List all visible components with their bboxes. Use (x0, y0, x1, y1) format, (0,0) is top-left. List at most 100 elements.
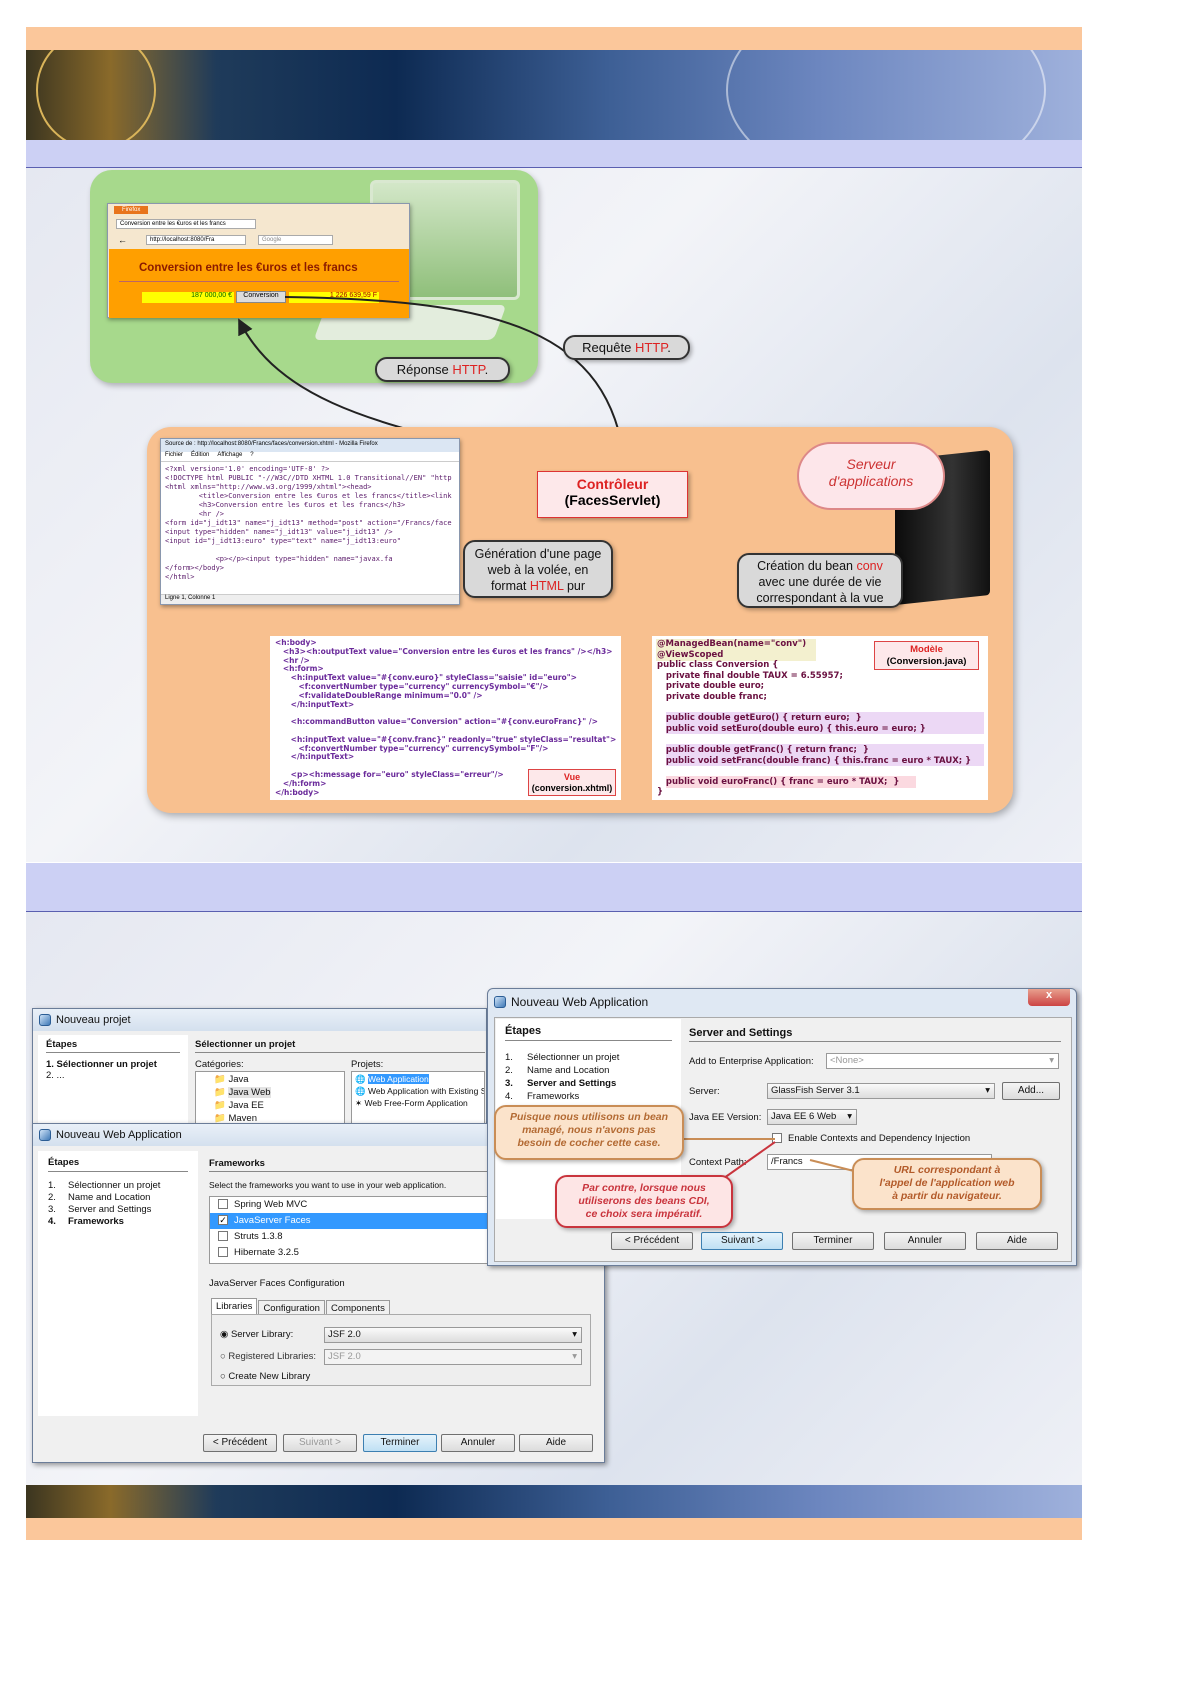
next-button[interactable]: Suivant > (283, 1434, 357, 1452)
code-line: </h:form> (275, 778, 327, 788)
code-line: <form id="j_idt13" name="j_idt13" method… (165, 519, 452, 527)
steps-header: Étapes (46, 1039, 180, 1053)
search-bar[interactable]: Google (258, 235, 333, 245)
framework-struts[interactable]: Struts 1.3.8 (210, 1229, 603, 1245)
code-line: </h:inputText> (275, 699, 355, 709)
code-line: } (657, 787, 664, 798)
project-item[interactable]: 🌐 Web Application (355, 1074, 429, 1084)
request-arrow (284, 296, 632, 469)
code-line: <h:body> (275, 638, 317, 647)
dialog-title: Nouveau projet (56, 1014, 131, 1026)
code-line: public class Conversion { (657, 660, 779, 671)
menu-help[interactable]: ? (250, 452, 254, 458)
server-library-select[interactable]: JSF 2.0▾ (324, 1327, 582, 1343)
step-item: 1.Sélectionner un projet (48, 1180, 161, 1191)
code-line: <h:commandButton value="Conversion" acti… (275, 717, 598, 727)
step-item: 1.Sélectionner un projet (505, 1052, 620, 1063)
code-line: <h:form> (275, 664, 324, 674)
cancel-button[interactable]: Annuler (884, 1232, 966, 1250)
tree-item[interactable]: 📁 Maven (214, 1113, 257, 1124)
browser-tab[interactable]: Conversion entre les €uros et les francs (116, 219, 256, 229)
code-line: <h:inputText value="#{conv.franc}" reado… (275, 734, 617, 744)
callout-line: à partir du navigateur. (892, 1190, 1002, 1202)
netbeans-cube-icon (494, 996, 506, 1008)
dialog-title: Nouveau Web Application (56, 1129, 182, 1141)
cloud-line2: d'applications (828, 473, 914, 489)
panel-header: Server and Settings (689, 1027, 1061, 1042)
code-line: <input id="j_idt13:euro" type="text" nam… (165, 537, 402, 545)
back-icon[interactable]: ← (118, 235, 127, 245)
help-button[interactable]: Aide (976, 1232, 1058, 1250)
code-line: public void setEuro(double euro) { this.… (657, 723, 926, 734)
code-line: <h:inputText value="#{conv.euro}" styleC… (275, 673, 577, 683)
generation-line2: web à la volée, en (487, 563, 589, 577)
finish-button[interactable]: Terminer (792, 1232, 874, 1250)
code-line: </h:body> (275, 787, 320, 797)
server-label: Server: (689, 1086, 720, 1097)
server-select[interactable]: GlassFish Server 3.1▾ (767, 1083, 995, 1099)
generation-html: HTML (529, 579, 564, 593)
previous-button[interactable]: < Précédent (611, 1232, 693, 1250)
instruction-text: Select the frameworks you want to use in… (209, 1180, 447, 1190)
code-line: <f:convertNumber type="currency" currenc… (275, 743, 549, 753)
help-button[interactable]: Aide (519, 1434, 593, 1452)
code-line: <!DOCTYPE html PUBLIC "-//W3C//DTD XHTML… (165, 474, 452, 482)
creation-conv: conv (856, 559, 883, 573)
create-library-radio[interactable]: ○ Create New Library (220, 1371, 311, 1382)
code-line: <input type="hidden" name="j_idt13" valu… (165, 528, 393, 536)
finish-button[interactable]: Terminer (363, 1434, 437, 1452)
cancel-button[interactable]: Annuler (441, 1434, 515, 1452)
step-item: 1. Sélectionner un projet (46, 1059, 157, 1070)
next-button[interactable]: Suivant > (701, 1232, 783, 1250)
categories-tree[interactable]: 📁 Java 📁 Java Web 📁 Java EE 📁 Maven (195, 1071, 345, 1125)
menu-fichier[interactable]: Fichier (165, 452, 184, 458)
controller-box: Contrôleur (FacesServlet) (537, 471, 688, 518)
code-line: <p></p><input type="hidden" name="javax.… (165, 555, 393, 563)
categories-label: Catégories: (195, 1059, 244, 1070)
callout-line: utiliserons des beans CDI, (578, 1195, 710, 1207)
tree-item[interactable]: 📁 Java (214, 1074, 249, 1085)
code-line: private double euro; (657, 681, 765, 692)
callout-line: besoin de cocher cette case. (517, 1137, 661, 1149)
tree-item[interactable]: 📁 Java EE (214, 1100, 264, 1111)
response-dot: . (484, 362, 489, 377)
section-band (26, 862, 1082, 912)
javaee-select[interactable]: Java EE 6 Web▾ (767, 1109, 857, 1125)
tree-item[interactable]: 📁 Java Web (214, 1087, 271, 1098)
code-line: <?xml version='1.0' encoding='UTF-8' ?> (165, 465, 330, 473)
top-banner-image (26, 50, 1082, 140)
euro-input[interactable]: 187 000,00 € (142, 292, 234, 303)
previous-button[interactable]: < Précédent (203, 1434, 277, 1452)
code-line: private final double TAUX = 6.55957; (657, 670, 843, 681)
firefox-menu-button[interactable]: Firefox (114, 206, 149, 214)
code-line: <f:convertNumber type="currency" currenc… (275, 681, 549, 691)
enterprise-select[interactable]: <None>▾ (826, 1053, 1059, 1069)
code-line: <hr /> (165, 510, 225, 518)
add-server-button[interactable]: Add... (1002, 1082, 1060, 1100)
new-project-dialog: Nouveau projet Étapes 1. Sélectionner un… (32, 1008, 487, 1126)
request-dot: . (667, 340, 671, 355)
framework-hibernate[interactable]: Hibernate 3.2.5 (210, 1245, 603, 1261)
enterprise-label: Add to Enterprise Application: (689, 1056, 814, 1067)
source-status: Ligne 1, Colonne 1 (161, 594, 459, 604)
cloud-line1: Serveur (846, 456, 896, 472)
tab-libraries[interactable]: Libraries (211, 1298, 258, 1317)
framework-spring[interactable]: Spring Web MVC (210, 1197, 603, 1213)
registered-libraries-select[interactable]: JSF 2.0▾ (324, 1349, 582, 1365)
registered-libraries-radio[interactable]: ○ Registered Libraries: (220, 1351, 317, 1362)
project-item[interactable]: ✶ Web Free-Form Application (355, 1098, 468, 1108)
code-line: <hr /> (275, 655, 310, 665)
controller-subtitle: (FacesServlet) (564, 492, 661, 508)
http-response-bubble: Réponse HTTP. (375, 357, 510, 382)
code-line (657, 703, 983, 714)
url-bar[interactable]: http://localhost:8080/Fra (146, 235, 246, 245)
menu-affichage[interactable]: Affichage (217, 452, 243, 458)
bean-creation-bubble: Création du bean conv avec une durée de … (737, 553, 903, 608)
model-label-file: (Conversion.java) (886, 656, 967, 667)
server-library-radio[interactable]: ◉ Server Library: (220, 1329, 294, 1340)
project-item[interactable]: 🌐 Web Application with Existing So (355, 1086, 485, 1096)
close-button[interactable]: x (1028, 989, 1070, 1006)
menu-edition[interactable]: Édition (191, 452, 210, 458)
